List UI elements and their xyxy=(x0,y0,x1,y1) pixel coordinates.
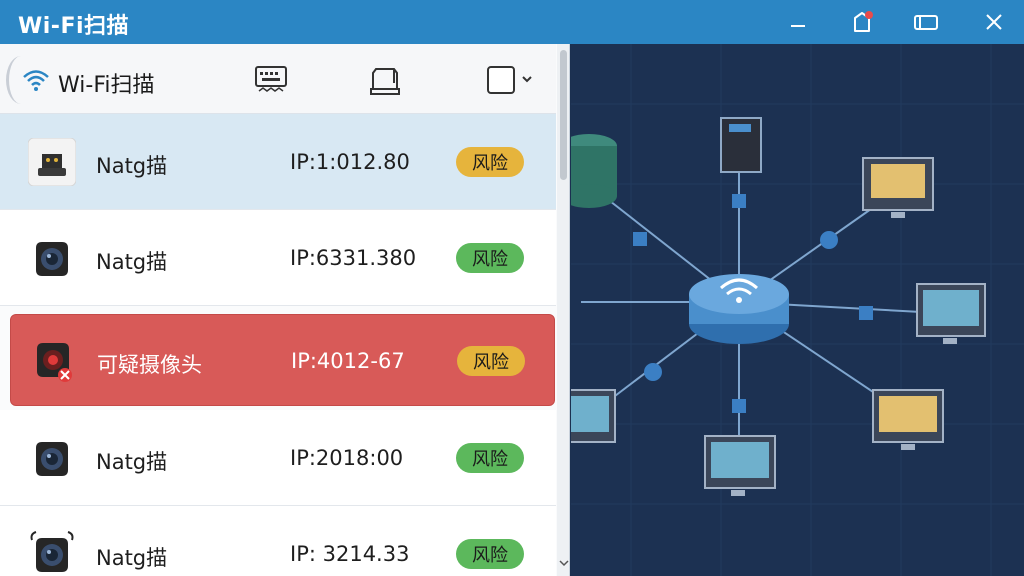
restore-icon xyxy=(914,15,938,30)
device-row[interactable]: Natg描 IP:1:012.80 风险 xyxy=(0,114,556,210)
close-icon xyxy=(986,14,1002,30)
webcam-icon xyxy=(36,242,68,276)
wifi-icon xyxy=(23,70,49,91)
keyboard-icon xyxy=(255,66,287,92)
device-name: Natg描 xyxy=(96,250,168,274)
suspicious-camera-icon xyxy=(37,343,72,382)
device-row[interactable]: Natg描 IP: 3214.33 风险 xyxy=(0,506,556,576)
network-topology-illustration xyxy=(571,44,1024,576)
device-ip: IP:6331.380 xyxy=(290,246,417,270)
device-ip: IP:1:012.80 xyxy=(290,150,410,174)
device-button[interactable] xyxy=(366,62,404,98)
window-title: Wi-Fi扫描 xyxy=(18,14,130,39)
risk-badge: 风险 xyxy=(456,539,524,569)
device-name: Natg描 xyxy=(96,546,168,570)
device-name: Natg描 xyxy=(96,154,168,178)
risk-badge: 风险 xyxy=(456,243,524,273)
title-bar: Wi-Fi扫描 xyxy=(0,0,1024,44)
webcam-icon xyxy=(36,442,68,476)
toolbar-decoration xyxy=(6,56,36,104)
vertical-scrollbar[interactable] xyxy=(557,44,569,576)
restore-button[interactable] xyxy=(908,6,944,38)
select-dropdown[interactable] xyxy=(484,62,536,98)
minimize-icon xyxy=(791,25,805,27)
printer-icon xyxy=(370,68,400,95)
minimize-button[interactable] xyxy=(780,6,816,38)
suspicious-device-row[interactable]: 可疑摄像头 IP:4012-67 风险 xyxy=(10,314,555,406)
scroll-down-icon[interactable] xyxy=(559,558,569,568)
device-list-panel: Wi-Fi扫描 xyxy=(0,44,570,576)
close-button[interactable] xyxy=(976,6,1012,38)
device-ip: IP: 3214.33 xyxy=(290,542,410,566)
device-row[interactable]: Natg描 IP:2018:00 风险 xyxy=(0,410,556,506)
webcam-icon xyxy=(30,531,74,572)
device-row[interactable]: Natg描 IP:6331.380 风险 xyxy=(0,210,556,306)
checkbox-dropdown-icon xyxy=(487,66,532,94)
bell-badge-icon xyxy=(854,11,873,32)
toolbar: Wi-Fi扫描 xyxy=(0,44,556,114)
notification-button[interactable] xyxy=(844,6,880,38)
toolbar-title: Wi-Fi扫描 xyxy=(58,73,155,98)
device-ip: IP:2018:00 xyxy=(290,446,404,470)
risk-badge: 风险 xyxy=(457,346,525,376)
device-name: Natg描 xyxy=(96,450,168,474)
camera-icon xyxy=(28,138,76,186)
device-ip: IP:4012-67 xyxy=(291,349,405,373)
risk-badge: 风险 xyxy=(456,443,524,473)
network-diagram xyxy=(571,44,1024,576)
risk-badge: 风险 xyxy=(456,147,524,177)
scrollbar-thumb[interactable] xyxy=(560,50,567,180)
keyboard-scan-button[interactable] xyxy=(252,62,290,98)
device-name: 可疑摄像头 xyxy=(97,353,202,377)
